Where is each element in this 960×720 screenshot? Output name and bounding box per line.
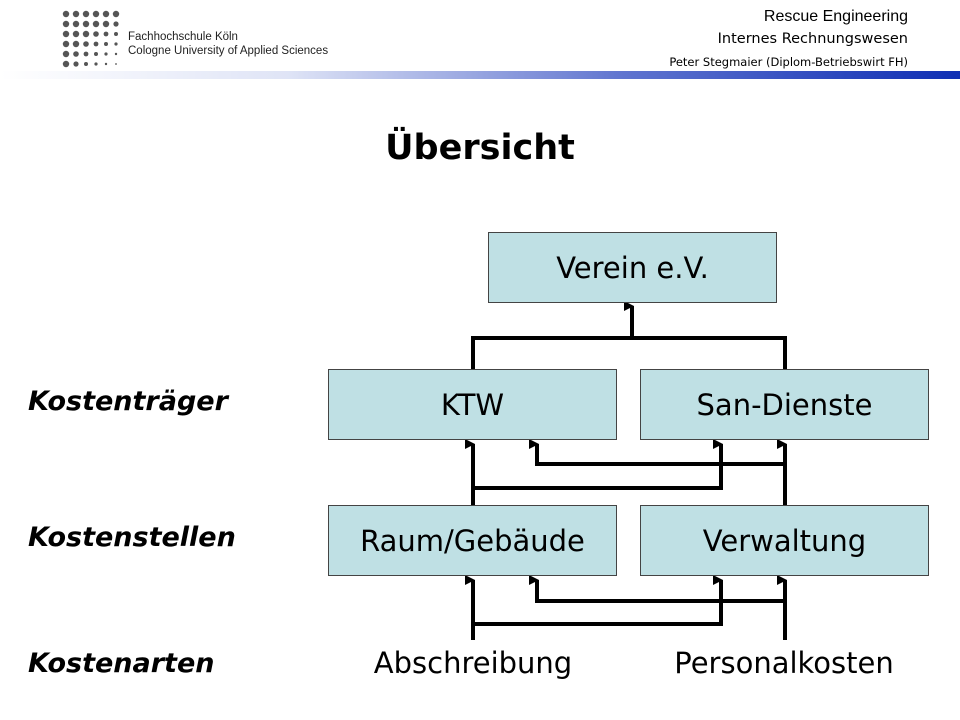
logo-dot (104, 62, 108, 66)
subject-title: Internes Rechnungswesen (717, 31, 908, 47)
logo-dot (62, 40, 70, 48)
institution-name-english: Cologne University of Applied Sciences (128, 45, 329, 57)
logo-dot (103, 31, 109, 37)
logo-dot (92, 10, 100, 18)
node-verwaltung: Verwaltung (640, 505, 929, 576)
label-kostenstellen: Kostenstellen (28, 522, 236, 553)
logo-dot (82, 20, 90, 28)
arrow-raum-to-san (473, 439, 723, 490)
arrow-abschreibung-to-verwaltung (473, 575, 723, 626)
logo-dot (112, 10, 120, 18)
logo-dot (114, 52, 118, 56)
logo-dot (73, 61, 79, 67)
logo-dot (73, 51, 79, 57)
logo-dot (104, 42, 108, 46)
institution-name: Fachhochschule Köln (128, 31, 238, 43)
node-raum-gebaeude: Raum/Gebäude (328, 505, 617, 576)
logo-dot (82, 10, 90, 18)
label-kostentraeger: Kostenträger (28, 386, 228, 417)
page-title: Übersicht (385, 128, 575, 168)
logo-dot (113, 21, 119, 27)
logo-dot (72, 40, 80, 48)
logo-dot (83, 51, 89, 57)
logo-dot (93, 31, 99, 37)
arrow-verwaltung-to-ktw (529, 439, 785, 466)
logo-dot (72, 10, 80, 18)
logo-dot (102, 10, 110, 18)
logo-dot (62, 10, 70, 18)
logo-dot (82, 30, 90, 38)
university-logo-icon (60, 8, 122, 70)
arrow-personal-to-raum (529, 575, 785, 603)
logo-dot (72, 20, 80, 28)
logo-dot (104, 52, 108, 56)
logo-dot (115, 63, 117, 65)
author-name: Peter Stegmaier (Diplom-Betriebswirt FH) (669, 55, 908, 69)
logo-dot (62, 30, 70, 38)
node-san-dienste: San-Dienste (640, 369, 929, 440)
logo-dot (102, 20, 110, 28)
course-title: Rescue Engineering (763, 8, 908, 25)
logo-dot (94, 52, 98, 56)
logo-dot (93, 41, 99, 47)
logo-dot (114, 42, 118, 46)
logo-dot (83, 41, 89, 47)
logo-dot (62, 20, 70, 28)
node-personalkosten: Personalkosten (674, 646, 894, 680)
logo-dot (72, 30, 80, 38)
logo-dot (62, 60, 70, 68)
logo-dot (92, 20, 100, 28)
node-abschreibung: Abschreibung (373, 646, 573, 680)
logo-dot (84, 62, 88, 66)
connector-ktw-san-to-verein (471, 336, 787, 370)
logo-dot (62, 50, 70, 58)
logo-dot (94, 62, 98, 66)
node-verein: Verein e.V. (488, 232, 777, 303)
header-bar (0, 71, 960, 79)
label-kostenarten: Kostenarten (28, 648, 215, 679)
logo-dot (114, 32, 118, 36)
node-ktw: KTW (328, 369, 617, 440)
